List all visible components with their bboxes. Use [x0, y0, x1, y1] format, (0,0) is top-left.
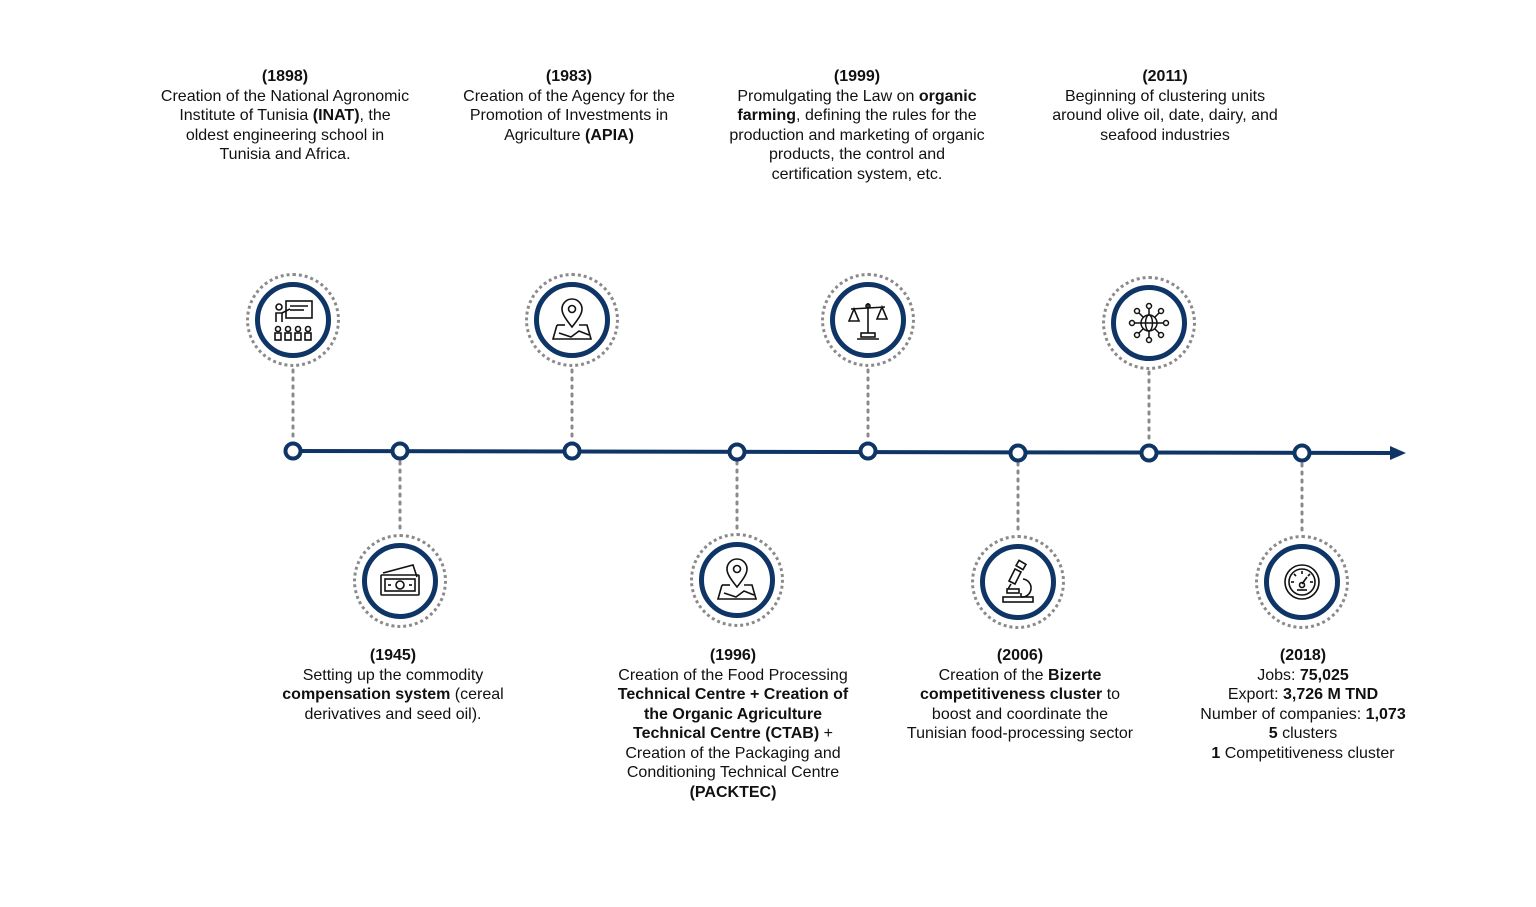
event-text: Creation of the Food Processing [618, 666, 848, 684]
event-text: + Creation of the Packaging and Conditio… [625, 725, 841, 781]
event-year: (1996) [709, 647, 757, 664]
timeline-node-1999 [858, 441, 878, 461]
event-text: Jobs: [1257, 666, 1300, 684]
event-text: , defining the rules for the production … [729, 107, 985, 183]
event-text: , the oldest engineering school in Tunis… [185, 107, 391, 163]
event-1996: (1996) Creation of the Food Processing Te… [608, 646, 858, 802]
money-banknote-icon [380, 564, 420, 596]
event-year: (2006) [996, 647, 1044, 664]
icon-badge-1996 [690, 533, 784, 627]
event-text: Creation of the [938, 666, 1049, 684]
event-text-bold: (INAT) [312, 107, 360, 124]
event-text: Export: [1227, 686, 1283, 703]
event-description: Creation of the National Agronomic Insti… [161, 88, 409, 164]
timeline-node-2006 [1008, 443, 1028, 463]
map-location-pin-icon [551, 298, 593, 340]
event-stat-line: Number of companies: 1,073 [1173, 705, 1433, 725]
event-text: Setting up the commodity [302, 666, 484, 684]
microscope-icon [1002, 559, 1034, 603]
event-description: Promulgating the Law on organic farming,… [729, 88, 984, 183]
event-stat-line: Jobs: 75,025 [1173, 666, 1433, 686]
balance-scale-icon [847, 303, 889, 340]
icon-badge-2018 [1255, 535, 1349, 629]
icon-badge-1898 [246, 273, 340, 367]
event-text: Competitiveness cluster [1220, 744, 1395, 762]
timeline-node-1898 [283, 441, 303, 461]
event-text-bold: Bizerte competitiveness cluster [919, 666, 1103, 704]
icon-badge-1983 [525, 273, 619, 367]
event-1898: (1898) Creation of the National Agronomic… [160, 67, 410, 165]
event-1999: (1999) Promulgating the Law on organic fa… [727, 67, 987, 184]
global-network-icon [1128, 302, 1170, 344]
icon-badge-1999 [821, 273, 915, 367]
event-1945: (1945) Setting up the commodity compensat… [263, 646, 523, 724]
event-2006: (2006) Creation of the Bizerte competitiv… [900, 646, 1140, 744]
event-1983: (1983) Creation of the Agency for the Pro… [439, 67, 699, 145]
event-description: Setting up the commodity compensation sy… [282, 667, 503, 723]
icon-badge-2011 [1102, 276, 1196, 370]
event-2011: (2011) Beginning of clustering units arou… [1040, 67, 1290, 145]
event-stat-line: 1 Competitiveness cluster [1173, 744, 1433, 764]
event-year: (1898) [261, 68, 309, 85]
event-text-bold: compensation system [282, 686, 451, 703]
event-year: (2018) [1279, 647, 1327, 664]
event-text-bold: 5 [1268, 725, 1278, 742]
event-stat-line: Export: 3,726 M TND [1173, 685, 1433, 705]
event-text-bold: (APIA) [585, 126, 634, 144]
event-text: Creation of the Agency for the Promotion… [463, 87, 675, 144]
event-text: Number of companies: [1200, 705, 1366, 723]
event-text-bold: 3,726 M TND [1283, 686, 1379, 703]
event-text-bold: (PACKTEC) [689, 783, 777, 801]
event-text-bold: 1 [1211, 744, 1221, 762]
event-stat-line: 5 clusters [1173, 724, 1433, 744]
event-year: (1983) [545, 68, 593, 85]
teacher-presentation-icon [274, 300, 313, 341]
event-text-bold: 75,025 [1299, 666, 1349, 684]
timeline-node-1983 [562, 441, 582, 461]
speedometer-gauge-icon [1284, 564, 1320, 600]
event-text: Promulgating the Law on [737, 87, 919, 105]
timeline-node-2018 [1292, 443, 1312, 463]
event-text: Beginning of clustering units around oli… [1052, 87, 1278, 144]
event-year: (1945) [369, 647, 417, 664]
event-year: (2011) [1142, 68, 1188, 85]
event-year: (1999) [833, 68, 881, 85]
event-text: (cereal derivatives and seed oil). [304, 686, 504, 723]
event-description: Beginning of clustering units around oli… [1052, 88, 1278, 144]
timeline-axis-line [292, 449, 1393, 455]
event-description: Creation of the Food Processing Technica… [618, 667, 848, 801]
event-text-bold: Technical Centre + Creation of the Organ… [617, 686, 849, 742]
icon-badge-2006 [971, 535, 1065, 629]
event-text: to boost and coordinate the Tunisian foo… [906, 686, 1134, 742]
icon-badge-1945 [353, 534, 447, 628]
event-description: Creation of the Agency for the Promotion… [463, 88, 675, 144]
timeline-node-2011 [1139, 443, 1159, 463]
timeline-arrowhead [1390, 446, 1406, 460]
event-text-bold: 1,073 [1365, 705, 1406, 723]
event-text: Creation of the National Agronomic Insti… [160, 87, 410, 125]
map-location-pin-icon [716, 558, 758, 600]
timeline-node-1945 [390, 441, 410, 461]
event-text-bold: organic farming [737, 87, 977, 125]
event-text: clusters [1277, 725, 1338, 742]
event-description: Creation of the Bizerte competitiveness … [907, 667, 1133, 743]
timeline-node-1996 [727, 442, 747, 462]
